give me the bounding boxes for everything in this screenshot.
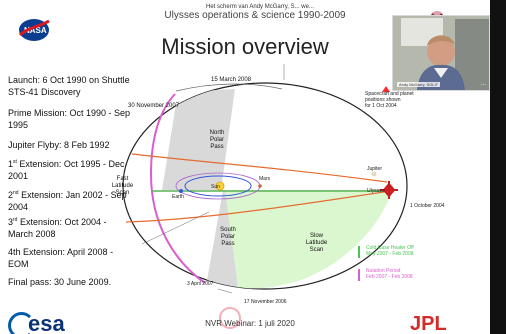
slide-title-left: Ulysses — [164, 10, 200, 21]
nasa-logo: NASA — [19, 19, 50, 41]
mars-label: Mars — [259, 176, 271, 182]
pass-label-north: Pass — [210, 144, 224, 150]
first-extension-ordinal: 1 — [8, 159, 14, 169]
jupiter-label: Jupiter — [367, 166, 383, 172]
cold-case-legend-line-1: Cold Case Heater Off — [366, 245, 414, 251]
slow-label: Slow — [309, 233, 323, 239]
speaker-name-label: Andy McGarry, SOLIT — [397, 82, 441, 87]
jpl-logo: JPL — [410, 313, 447, 334]
first-extension-body: Extension: Oct 1995 - Dec 2001 — [8, 159, 125, 181]
first-extension-suffix: st — [13, 159, 17, 165]
launch-text: Launch: 6 Oct 1990 on Shuttle STS-41 Dis… — [8, 75, 130, 97]
final-pass-text: Final pass: 30 June 2009. — [8, 277, 112, 287]
south-label: South — [220, 227, 236, 233]
trajectory-arc-top — [175, 83, 283, 92]
fourth-extension-text: 4th Extension: April 2008 - EOM — [8, 247, 114, 269]
north-label: North — [209, 130, 225, 136]
cold-case-legend-line-2: May 2007 - Feb 2008 — [366, 251, 414, 257]
spacecraft-marker-icon — [382, 86, 390, 92]
third-extension-connector — [125, 190, 391, 223]
earth-orbit-ellipse — [184, 175, 252, 197]
mars-icon — [258, 184, 262, 188]
mission-overview-title: Mission overview — [161, 34, 329, 59]
ulysses-label: Ulysses — [367, 188, 385, 194]
esa-wordmark: esa — [28, 311, 65, 334]
slow-latitude-region — [225, 190, 392, 289]
second-extension-body: Extension: Jan 2002 - Sep 2004 — [8, 190, 127, 212]
second-extension-ordinal: 2 — [8, 190, 14, 200]
webinar-footer: NVR Webinar: 1 juli 2020 — [205, 319, 295, 328]
fast-label: Fast — [116, 176, 129, 182]
date-top-label: 15 March 2008 — [211, 77, 252, 83]
october-2004-label: 1 October 2004 — [410, 203, 445, 209]
spacecraft-note-line-1: Spacecraft and planet — [365, 91, 414, 97]
north-polar-pass-region — [162, 89, 235, 190]
screen-share-label: Het scherm van Andy McGarry, S... we... — [206, 4, 314, 10]
diagram-pointer-lines — [141, 211, 233, 294]
nutation-legend-line-1: Nutation Period — [366, 268, 401, 274]
sun-icon — [215, 181, 225, 191]
ulysses-spacecraft-icon — [380, 181, 398, 199]
video-more-options-icon[interactable]: ... — [480, 81, 486, 87]
second-extension-connector — [131, 153, 388, 183]
latitude-label-slow: Latitude — [305, 240, 328, 246]
pass-label-south: Pass — [221, 241, 235, 247]
spacecraft-note-line-3: for 1 Oct 2004 — [365, 103, 397, 109]
third-extension-body: Extension: Oct 2004 - March 2008 — [8, 217, 107, 239]
third-extension-ordinal: 3 — [8, 217, 14, 227]
november-2006-label: 17 November 2006 — [244, 299, 287, 305]
screen-share-bar — [0, 0, 506, 10]
second-extension-text: 2nd Extension: Jan 2002 - Sep 2004 — [8, 187, 133, 213]
first-extension-text: 1st Extension: Oct 1995 - Dec 2001 — [8, 156, 133, 182]
prime-mission-text: Prime Mission: Oct 1990 - Sep 1995 — [8, 108, 131, 130]
slide-title: Ulysses operations & science 1990-2009 — [95, 10, 415, 21]
jupiter-flyby-text: Jupiter Flyby: 8 Feb 1992 — [8, 140, 110, 150]
slide-title-right: operations & science 1990-2009 — [202, 10, 346, 21]
earth-icon — [179, 189, 183, 193]
scan-label-slow: Scan — [309, 247, 324, 253]
nutation-period-arc — [149, 93, 206, 284]
esa-logo-icon — [8, 312, 35, 334]
second-extension-suffix: nd — [13, 190, 19, 196]
april-2007-label: 3 April 2007 — [187, 281, 214, 287]
third-extension-suffix: rd — [13, 217, 18, 223]
polar-label-north: Polar — [209, 137, 224, 143]
polar-label-south: Polar — [220, 234, 235, 240]
scan-label-fast: Scan — [115, 190, 130, 196]
latitude-label-fast: Latitude — [111, 183, 134, 189]
orbit-ellipse — [122, 82, 408, 290]
sun-label: Sun — [211, 184, 220, 190]
svg-text:NASA: NASA — [24, 26, 47, 35]
speaker-video[interactable]: Andy McGarry, SOLIT ... — [392, 15, 490, 91]
spacecraft-note-line-2: positions shown — [365, 97, 401, 103]
date-left-label: 30 November 2007 — [128, 103, 180, 109]
jupiter-icon — [371, 171, 377, 177]
nutation-legend-line-2: Feb 2007 - Feb 2008 — [366, 274, 413, 280]
earth-label: Earth — [172, 194, 184, 200]
third-extension-text: 3rd Extension: Oct 2004 - March 2008 — [8, 214, 133, 240]
pointer-highlight-icon — [219, 307, 241, 329]
right-window-edge — [490, 0, 506, 334]
